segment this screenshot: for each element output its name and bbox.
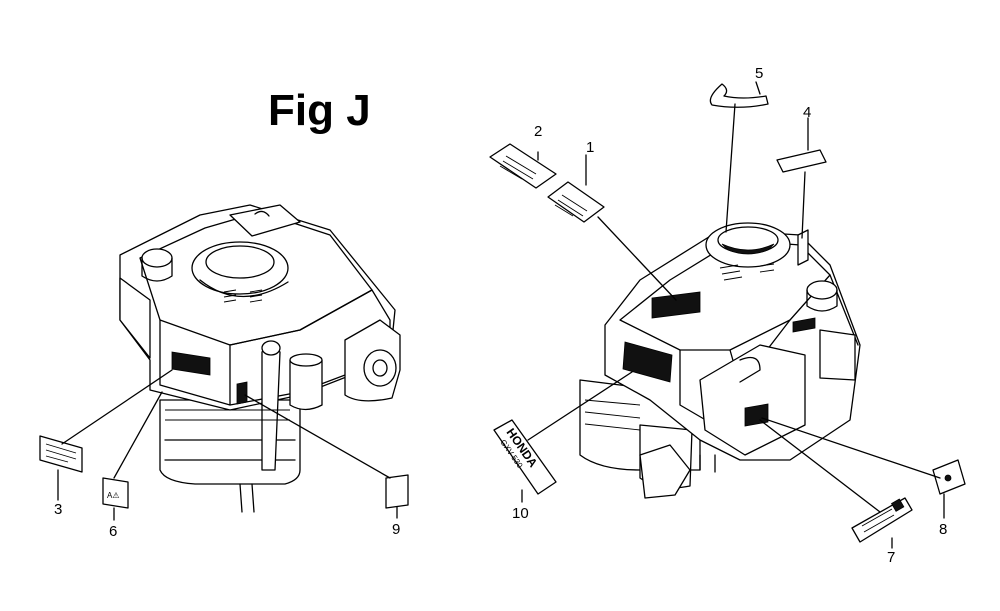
- leader-line-6: [113, 391, 163, 479]
- leader-line-10: [527, 371, 633, 441]
- decal-7: [851, 497, 913, 543]
- right-engine: [579, 222, 861, 499]
- leader-tick-5: [755, 81, 761, 95]
- decal-10: HONDA GXV 530: [493, 419, 557, 495]
- leader-line-3: [61, 369, 173, 445]
- decal-3: [39, 435, 83, 473]
- leader-line-1: [597, 216, 677, 301]
- figure-title: Fig J: [268, 86, 371, 135]
- callout-6: 6: [109, 523, 117, 540]
- decal-6-text: A⚠: [107, 491, 120, 500]
- leader-line-5: [725, 103, 736, 233]
- callout-1: 1: [586, 139, 594, 156]
- callout-7: 7: [887, 549, 895, 566]
- decal-5: [709, 83, 769, 108]
- callout-3: 3: [54, 501, 62, 518]
- callout-8: 8: [939, 521, 947, 538]
- decal-9: [385, 474, 409, 509]
- callout-5: 5: [755, 65, 763, 82]
- decal-4: [776, 149, 827, 173]
- left-engine: [119, 204, 401, 513]
- leader-line-9: [244, 394, 391, 479]
- callout-9: 9: [392, 521, 400, 538]
- callout-4: 4: [803, 104, 811, 121]
- decal-8: [932, 459, 966, 495]
- leader-line-7: [759, 419, 881, 513]
- decal-6: A⚠: [102, 477, 129, 509]
- decal-1: [547, 181, 605, 223]
- callout-numbers: 1 2 3 4 5 6 7 8 9 10: [54, 65, 947, 566]
- leader-line-8: [761, 417, 941, 479]
- leader-line-4: [801, 171, 806, 239]
- callout-10: 10: [512, 505, 529, 522]
- decal-2: [489, 143, 557, 189]
- callout-2: 2: [534, 123, 542, 140]
